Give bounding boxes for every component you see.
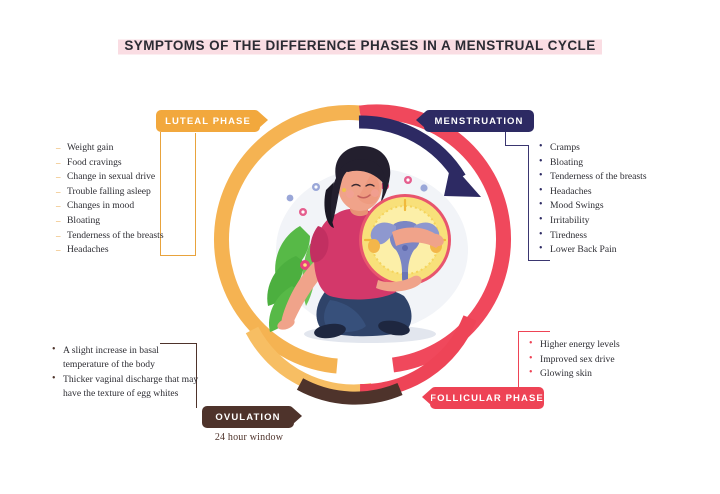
follicular-connector-horizontal xyxy=(518,331,550,332)
left-arm xyxy=(281,258,326,328)
luteal-arc xyxy=(214,104,361,374)
uterus-disc-face xyxy=(362,197,448,283)
list-item: Improved sex drive xyxy=(529,352,620,368)
follicular-arc-inner-bottom xyxy=(359,315,477,399)
luteal-connector-right xyxy=(195,133,196,256)
menstruation-arrowhead xyxy=(444,163,481,197)
uterus-disc-ring xyxy=(359,194,451,286)
leaf-group xyxy=(267,226,316,332)
phase-badge-luteal-label: LUTEAL PHASE xyxy=(165,115,251,127)
list-item: Bloating xyxy=(56,214,164,229)
phase-badge-follicular[interactable]: FOLLICULAR PHASE xyxy=(422,387,544,409)
badge-tail-icon xyxy=(293,408,302,424)
list-item: Irritability xyxy=(539,213,647,229)
badge-tail-icon xyxy=(416,112,425,128)
shirt xyxy=(314,208,403,300)
list-item: Food cravings xyxy=(56,156,164,171)
phase-badge-menstruation-label: MENSTRUATION xyxy=(434,115,524,127)
list-item: Higher energy levels xyxy=(529,337,620,353)
phase-badge-follicular-label: FOLLICULAR PHASE xyxy=(430,392,544,404)
list-item: Headaches xyxy=(539,184,647,200)
list-item: Mood Swings xyxy=(539,198,647,214)
list-item: A slight increase in basal temperature o… xyxy=(52,343,202,372)
pants xyxy=(316,284,412,337)
follicular-connector-vertical xyxy=(518,331,519,389)
badge-tail-icon xyxy=(422,389,431,405)
phase-badge-ovulation[interactable]: OVULATION xyxy=(202,406,302,428)
badge-tail-icon xyxy=(259,112,268,128)
hair xyxy=(328,146,391,224)
list-item: Bloating xyxy=(539,155,647,171)
ovulation-caption: 24 hour window xyxy=(214,432,284,443)
page-title-wrapper: SYMPTOMS OF THE DIFFERENCE PHASES IN A M… xyxy=(0,36,720,56)
list-item: Lower Back Pain xyxy=(539,242,647,258)
list-item: Change in sexual drive xyxy=(56,170,164,185)
central-illustration xyxy=(267,146,468,343)
flower-decorations xyxy=(286,176,428,270)
menstruation-connector-foot xyxy=(528,260,550,261)
uterus-icon xyxy=(368,221,442,283)
right-arm xyxy=(392,227,440,248)
luteal-arc-inner-bottom xyxy=(245,326,374,399)
list-item: Weight gain xyxy=(56,141,164,156)
list-item: Thicker vaginal discharge that may have … xyxy=(52,372,202,401)
follicular-arc xyxy=(359,104,512,373)
ovulation-arc-segment xyxy=(296,378,403,405)
menstruation-connector-vertical xyxy=(528,145,529,261)
list-item: Tiredness xyxy=(539,228,647,244)
symptom-list-luteal: Weight gain Food cravings Change in sexu… xyxy=(56,141,164,258)
phase-badge-luteal[interactable]: LUTEAL PHASE xyxy=(156,110,268,132)
list-item: Headaches xyxy=(56,243,164,258)
list-item: Glowing skin xyxy=(529,366,620,382)
symptom-list-ovulation: A slight increase in basal temperature o… xyxy=(52,343,202,402)
menstruation-connector-horizontal xyxy=(505,145,529,146)
symptom-list-menstruation: Cramps Bloating Tenderness of the breast… xyxy=(539,140,647,258)
phase-badge-menstruation[interactable]: MENSTRUATION xyxy=(416,110,534,132)
list-item: Tenderness of the breasts xyxy=(56,229,164,244)
menstruation-connector-stub xyxy=(505,132,506,146)
list-item: Cramps xyxy=(539,140,647,156)
phase-badge-ovulation-label: OVULATION xyxy=(215,411,281,423)
symptom-list-follicular: Higher energy levels Improved sex drive … xyxy=(529,337,620,382)
list-item: Trouble falling asleep xyxy=(56,185,164,200)
list-item: Tenderness of the breasts xyxy=(539,169,647,185)
page-title: SYMPTOMS OF THE DIFFERENCE PHASES IN A M… xyxy=(118,36,602,56)
luteal-connector-horizontal xyxy=(160,255,196,256)
list-item: Changes in mood xyxy=(56,199,164,214)
